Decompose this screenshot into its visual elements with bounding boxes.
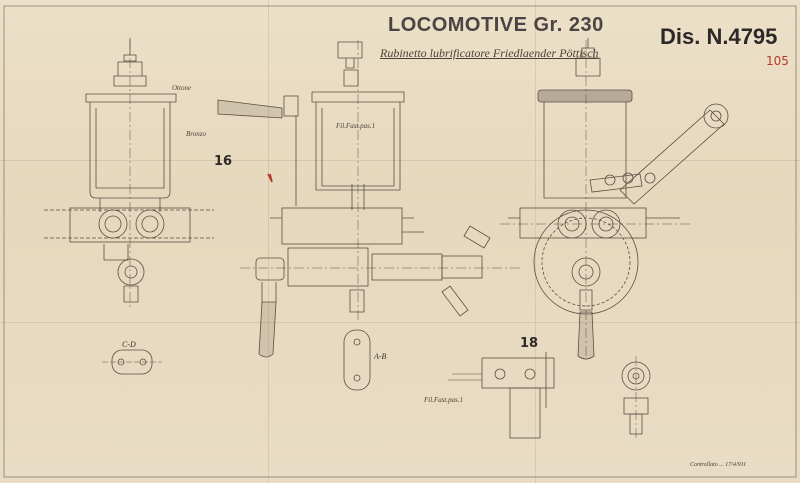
section-c-d (102, 349, 162, 375)
drawing-title: LOCOMOTIVE Gr. 230 (388, 14, 604, 36)
sheet-border (3, 5, 797, 478)
sheet-number: 105 (766, 54, 789, 68)
drawing-subtitle: Rubinetto lubrificatore Friedlaender Pöt… (380, 46, 599, 60)
rear-view (500, 38, 729, 360)
section-a-b (343, 329, 371, 391)
front-view (44, 38, 214, 310)
fold-line (535, 0, 536, 483)
part-label: Bronzo (186, 130, 206, 138)
section-label-c-d: C-D (122, 340, 136, 349)
view-number-18: 18 (520, 336, 539, 351)
part-label: Fil.Fast.pas.1 (424, 396, 464, 404)
detail-18 (448, 352, 555, 439)
side-section-view (217, 40, 520, 358)
part-label: Fil.Fast.pas.1 (336, 122, 376, 130)
drawing-number: Dis. N.4795 (660, 24, 778, 49)
fold-line (0, 322, 800, 323)
fold-line (268, 0, 269, 483)
small-detail (621, 356, 651, 440)
signature: Controllato ... 17/4/911 (690, 462, 747, 468)
section-label-a-b: A-B (374, 352, 387, 361)
red-mark (267, 173, 273, 183)
part-label: Ottone (172, 84, 192, 92)
view-number-16: 16 (214, 154, 233, 169)
